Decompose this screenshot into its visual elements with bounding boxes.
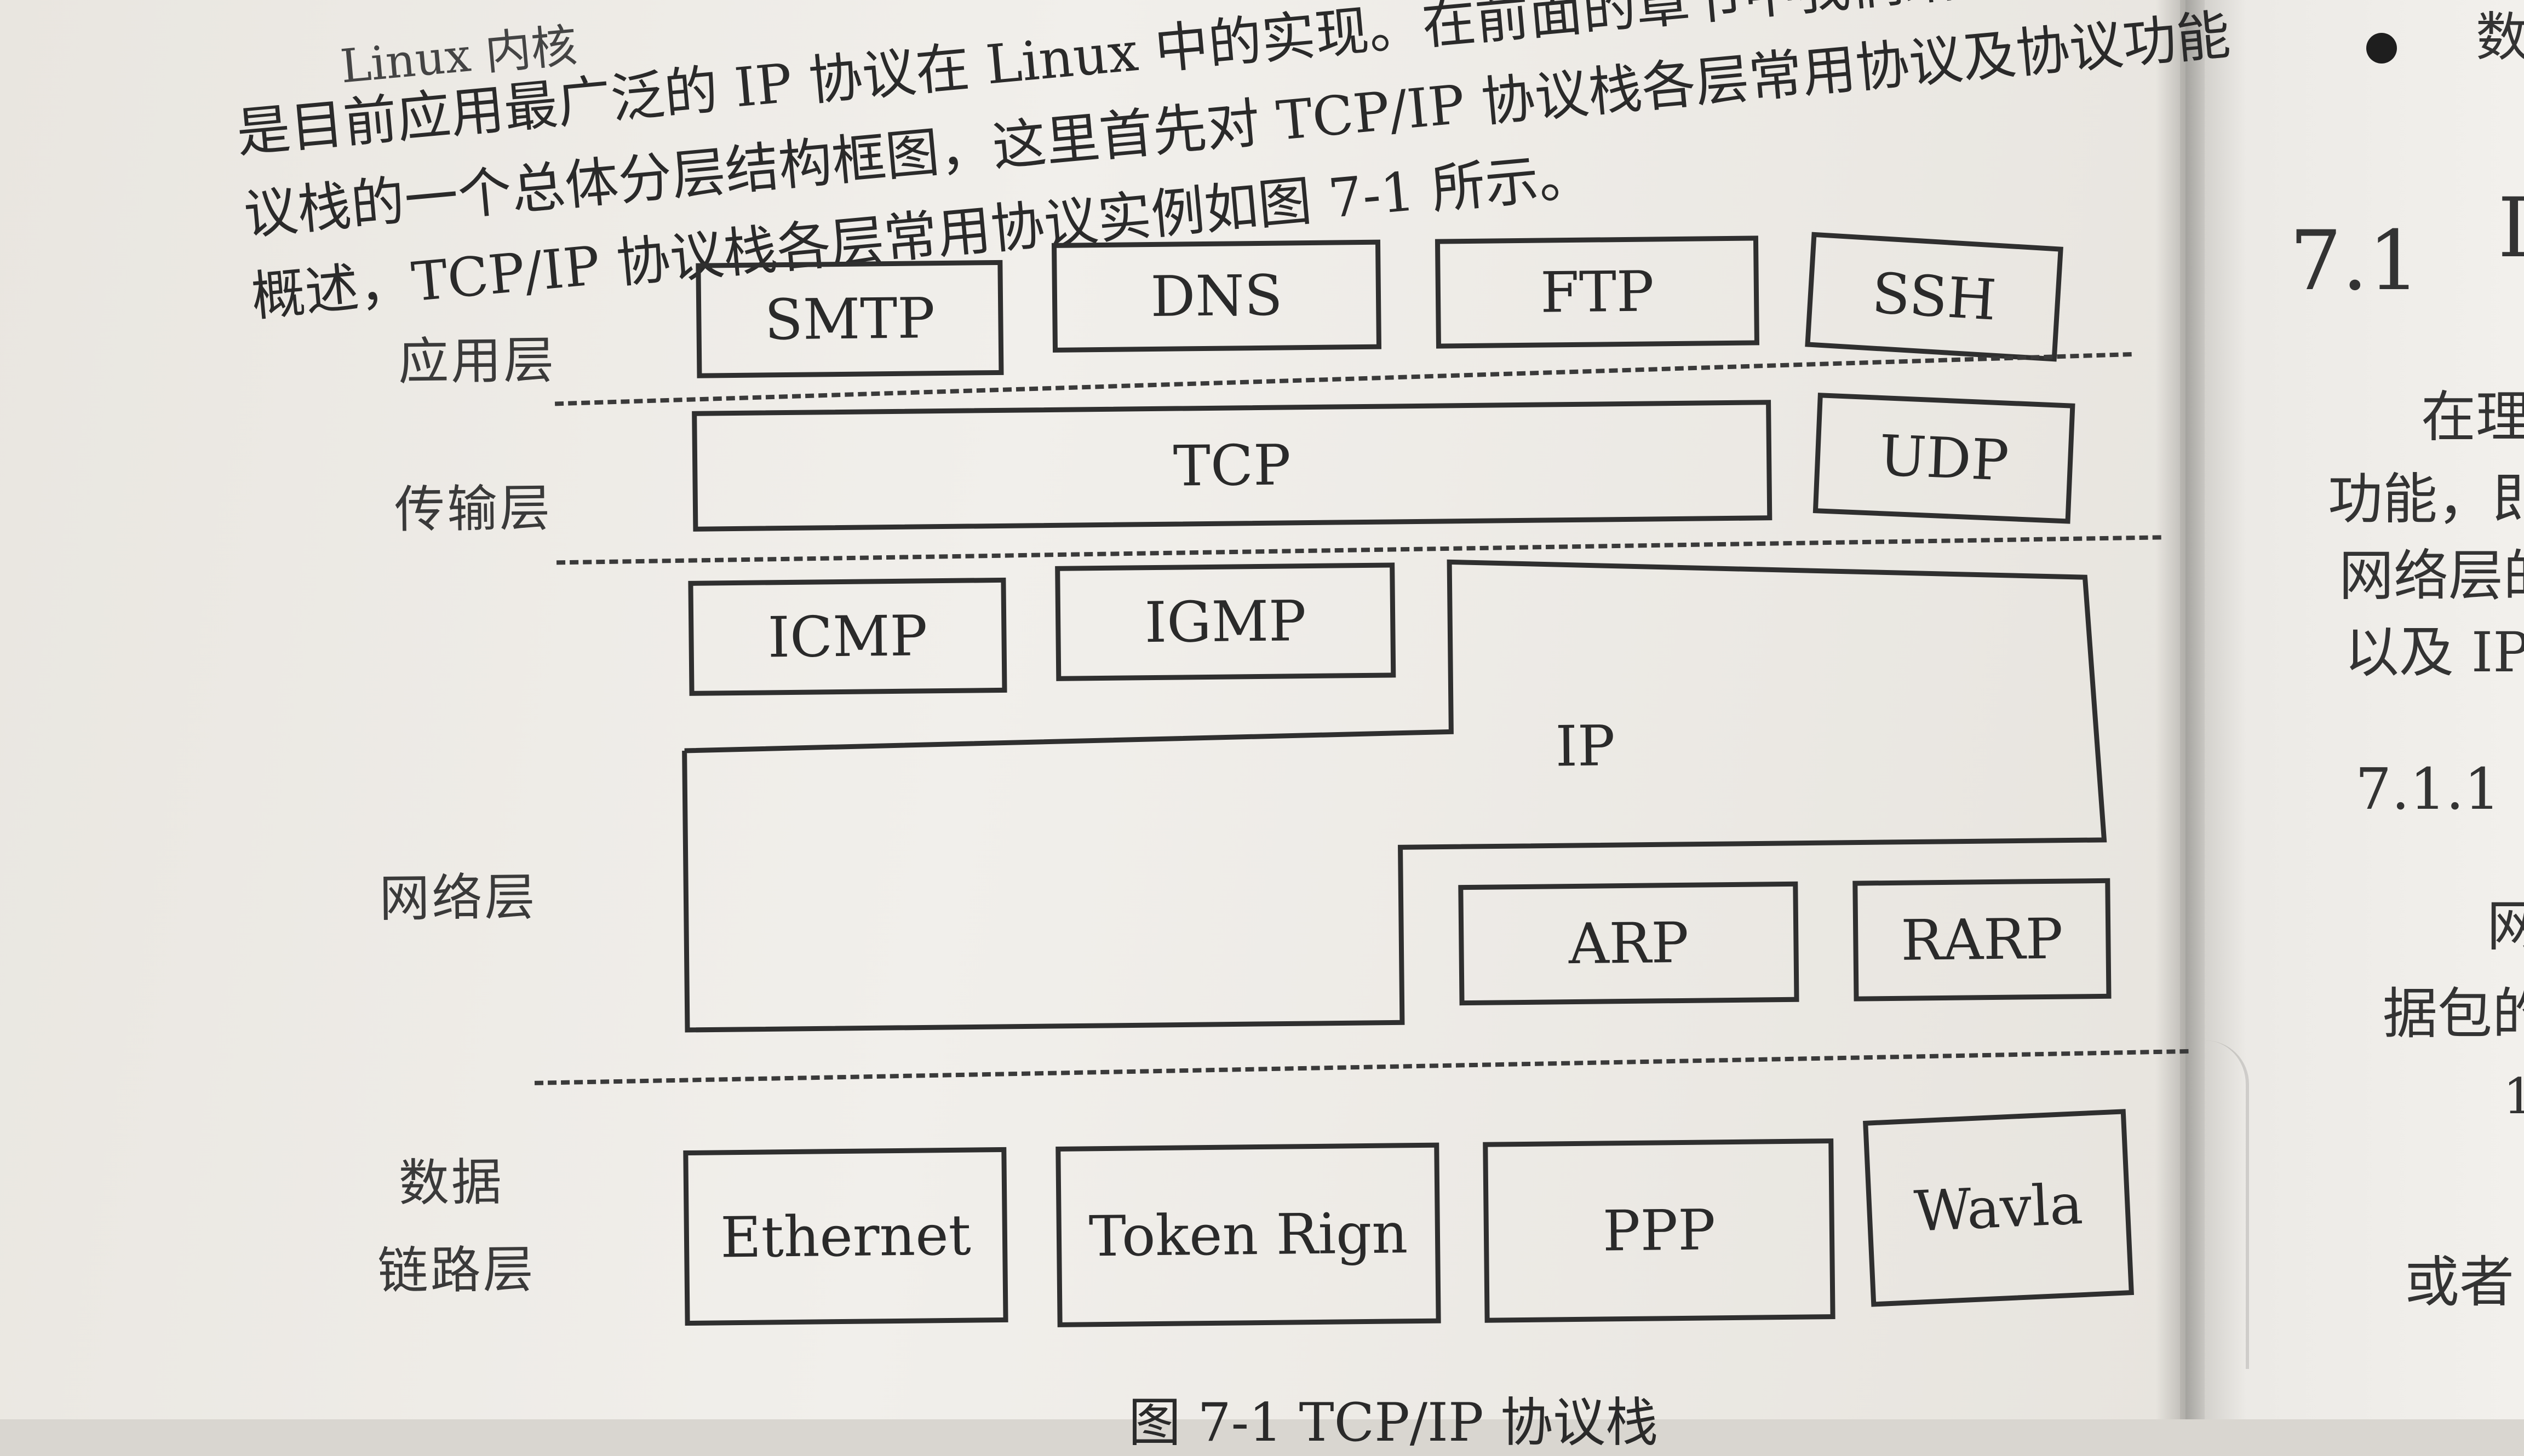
protocol-label-ethernet: Ethernet xyxy=(720,1202,972,1270)
right-line-1: 在理 xyxy=(2421,385,2524,449)
protocol-label-arp: ARP xyxy=(1568,910,1689,977)
right-line-4: 以及 IP xyxy=(2344,620,2524,684)
protocol-box-rarp: RARP xyxy=(1852,878,2112,1002)
protocol-box-arp: ARP xyxy=(1458,881,1799,1006)
section-number: 7.1 xyxy=(2290,214,2420,309)
left-page xyxy=(0,0,2180,1419)
protocol-box-ethernet: Ethernet xyxy=(683,1147,1008,1326)
protocol-box-wavla: Wavla xyxy=(1863,1109,2134,1307)
right-line-3: 网络层的 xyxy=(2339,544,2524,608)
right-line-5: 网 xyxy=(2487,894,2524,958)
right-line-8: 或者 xyxy=(2405,1250,2514,1314)
protocol-label-rarp: RARP xyxy=(1900,906,2063,974)
bullet-dot xyxy=(2366,33,2397,64)
right-line-7: 1 xyxy=(2503,1068,2524,1125)
protocol-label-ppp: PPP xyxy=(1602,1197,1716,1264)
subsection-number: 7.1.1 xyxy=(2355,756,2500,822)
protocol-label-wavla: Wavla xyxy=(1913,1171,2084,1245)
book-gutter xyxy=(2155,0,2205,1419)
right-top-char: 数 xyxy=(2476,7,2524,68)
section-title-letter: I xyxy=(2498,181,2524,276)
protocol-box-token-ring: Token Rign xyxy=(1056,1142,1441,1327)
right-line-6: 据包的 xyxy=(2383,982,2524,1046)
protocol-label-token-ring: Token Rign xyxy=(1088,1200,1408,1269)
protocol-label-ip: IP xyxy=(1555,713,1616,780)
ip-region-shape xyxy=(682,559,2107,1033)
right-page xyxy=(2185,0,2524,1419)
protocol-box-ppp: PPP xyxy=(1483,1138,1835,1323)
figure-caption: 图 7-1 TCP/IP 协议栈 xyxy=(1128,1392,1659,1453)
page-curl xyxy=(2180,1040,2249,1369)
right-line-2: 功能，即 xyxy=(2328,467,2524,531)
